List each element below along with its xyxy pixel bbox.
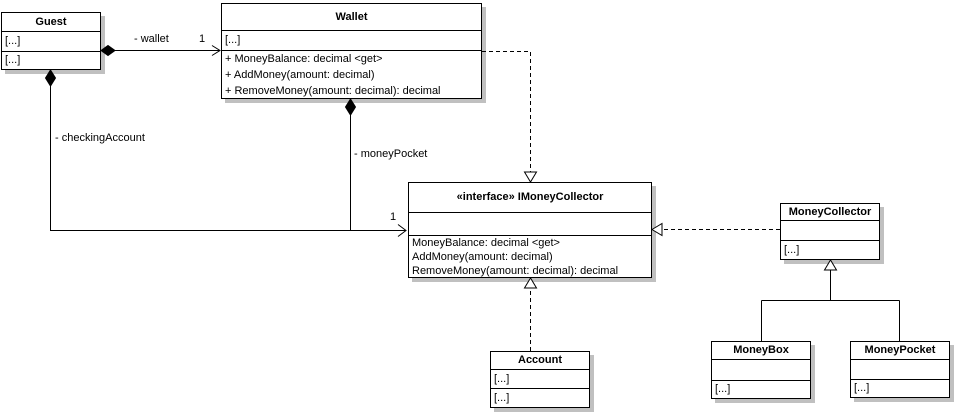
member-row: + AddMoney(amount: decimal) — [225, 69, 375, 81]
class-account[interactable]: Account [...] [...] — [490, 351, 590, 408]
class-account-operations: [...] — [491, 389, 589, 407]
composition-wallet-imoneycollector[interactable] — [344, 98, 357, 231]
class-account-title: Account — [491, 352, 589, 370]
class-moneybox-attributes — [712, 360, 810, 381]
class-moneycollector-title: MoneyCollector — [781, 204, 879, 221]
member-row: + MoneyBalance: decimal <get> — [225, 53, 383, 65]
member-row: + RemoveMoney(amount: decimal): decimal — [225, 85, 441, 97]
member-row: RemoveMoney(amount: decimal): decimal — [412, 265, 619, 277]
class-guest-title: Guest — [2, 13, 100, 32]
member-row: [...] — [494, 392, 510, 404]
class-guest[interactable]: Guest [...] [...] — [1, 12, 101, 70]
member-row: AddMoney(amount: decimal) — [412, 251, 553, 263]
interface-imoneycollector-title: «interface» IMoneyCollector — [409, 183, 651, 213]
class-moneypocket-title: MoneyPocket — [851, 342, 949, 360]
label-wallet-role[interactable]: - wallet — [134, 33, 169, 45]
class-wallet-attributes: [...] — [222, 31, 481, 51]
label-checkingaccount-role[interactable]: - checkingAccount — [55, 132, 145, 144]
label-moneypocket-role[interactable]: - moneyPocket — [354, 148, 428, 160]
class-moneycollector[interactable]: MoneyCollector [...] — [780, 203, 880, 260]
class-wallet-title: Wallet — [222, 4, 481, 31]
member-row: [...] — [5, 54, 21, 66]
interface-imoneycollector-operations: MoneyBalance: decimal <get> AddMoney(amo… — [409, 236, 651, 277]
member-row: [...] — [494, 373, 510, 385]
class-guest-attributes: [...] — [2, 32, 100, 52]
class-moneybox-title: MoneyBox — [712, 342, 810, 360]
class-account-attributes: [...] — [491, 370, 589, 389]
composition-guest-wallet[interactable] — [100, 44, 221, 57]
label-imoneycollector-multiplicity[interactable]: 1 — [390, 211, 397, 223]
realization-moneycollector-imoneycollector[interactable] — [651, 222, 780, 237]
member-row: [...] — [784, 244, 800, 256]
class-moneypocket[interactable]: MoneyPocket [...] — [850, 341, 950, 398]
realization-account-imoneycollector[interactable] — [523, 277, 538, 351]
interface-imoneycollector[interactable]: «interface» IMoneyCollector MoneyBalance… — [408, 182, 652, 278]
member-row: [...] — [225, 34, 241, 46]
class-moneypocket-attributes — [851, 360, 949, 380]
class-moneybox-operations: [...] — [712, 381, 810, 398]
generalization-moneybox-moneypocket-moneycollector[interactable] — [761, 259, 900, 341]
class-wallet[interactable]: Wallet [...] + MoneyBalance: decimal <ge… — [221, 3, 482, 99]
class-guest-operations: [...] — [2, 52, 100, 69]
class-moneycollector-operations: [...] — [781, 241, 879, 259]
member-row: MoneyBalance: decimal <get> — [412, 237, 560, 249]
label-wallet-multiplicity[interactable]: 1 — [199, 33, 206, 45]
realization-wallet-imoneycollector[interactable] — [482, 51, 538, 183]
member-row: [...] — [5, 35, 21, 47]
class-moneybox[interactable]: MoneyBox [...] — [711, 341, 811, 399]
member-row: [...] — [715, 383, 731, 395]
interface-imoneycollector-attributes — [409, 213, 651, 236]
class-moneypocket-operations: [...] — [851, 380, 949, 397]
class-wallet-operations: + MoneyBalance: decimal <get> + AddMoney… — [222, 51, 481, 98]
class-moneycollector-attributes — [781, 221, 879, 241]
member-row: [...] — [854, 382, 870, 394]
